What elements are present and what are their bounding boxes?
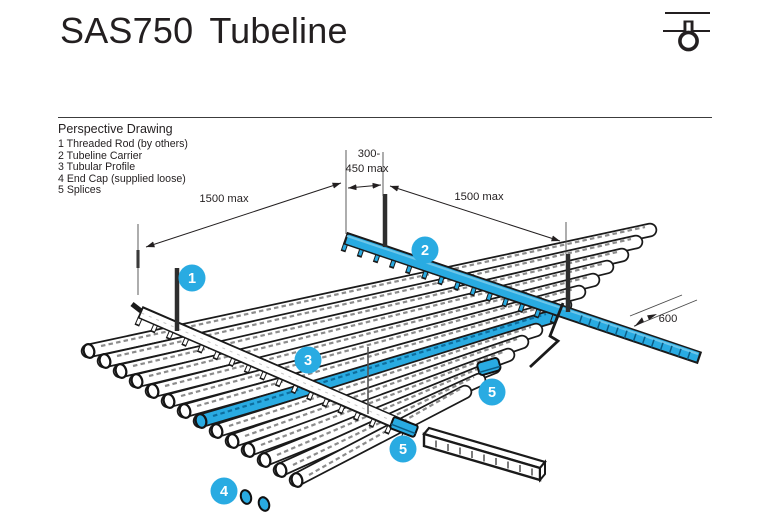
- svg-text:4: 4: [220, 484, 228, 500]
- svg-text:3: 3: [304, 353, 312, 369]
- splice-right: [476, 357, 502, 376]
- dimension-rod-offset-line1: 300-: [358, 148, 381, 160]
- callout-3-tubular-profile: 3: [294, 346, 322, 374]
- tube: [240, 347, 516, 458]
- carrier-blue-tubeline: [340, 231, 703, 365]
- tube-field: [80, 222, 658, 488]
- section-heading: Perspective Drawing: [58, 122, 173, 136]
- svg-text:5: 5: [488, 385, 496, 401]
- end-caps: [239, 489, 271, 512]
- callout-1-threaded-rod: 1: [178, 264, 206, 292]
- legend-item-threaded-rod: 1 Threaded Rod (by others): [58, 138, 188, 150]
- dimension-carrier-overhang: 600: [659, 313, 678, 325]
- callout-4-end-cap: 4: [210, 477, 238, 505]
- tube: [176, 297, 573, 419]
- dimension-rod-offset-line2: 450 max: [346, 163, 389, 175]
- perspective-drawing: 1500 max 300- 450 max 1500 max 600 1 2 3…: [80, 148, 703, 512]
- tube-blue-tubular-profile: [192, 309, 559, 429]
- callout-5-splice-right: 5: [478, 378, 506, 406]
- callout-5-splice-bottom: 5: [389, 435, 417, 463]
- tube: [224, 334, 530, 449]
- legend-item-end-cap: 4 End Cap (supplied loose): [58, 172, 186, 185]
- legend-item-tubular-profile: 3 Tubular Profile: [58, 161, 136, 174]
- tube: [160, 284, 587, 409]
- tube: [208, 322, 544, 439]
- svg-text:1: 1: [188, 271, 196, 287]
- splice-bottom: [389, 416, 419, 438]
- svg-text:5: 5: [399, 442, 407, 458]
- title-product-code: SAS750: [60, 10, 194, 51]
- legend-item-carrier: 2 Tubeline Carrier: [58, 149, 143, 162]
- dimension-left-span: 1500 max: [199, 193, 249, 205]
- loose-carrier-piece: [422, 426, 547, 483]
- dimension-arrows: [145, 182, 657, 327]
- dimension-right-span: 1500 max: [454, 191, 504, 203]
- ceiling-suspended-tube-icon: [655, 6, 711, 58]
- dimension-lines: [137, 150, 698, 327]
- title-product-name: Tubeline: [209, 10, 348, 51]
- legend-item-splices: 5 Splices: [58, 184, 101, 197]
- cut-edge-step: [529, 302, 565, 369]
- page-title: SAS750 Tubeline: [60, 10, 348, 52]
- legend: 1 Threaded Rod (by others) 2 Tubeline Ca…: [58, 138, 188, 197]
- tube: [112, 247, 630, 379]
- callout-2-tubeline-carrier: 2: [411, 236, 439, 264]
- carrier-white: [130, 302, 411, 441]
- section-divider: [58, 117, 712, 119]
- svg-text:2: 2: [421, 243, 429, 259]
- tube: [128, 259, 615, 389]
